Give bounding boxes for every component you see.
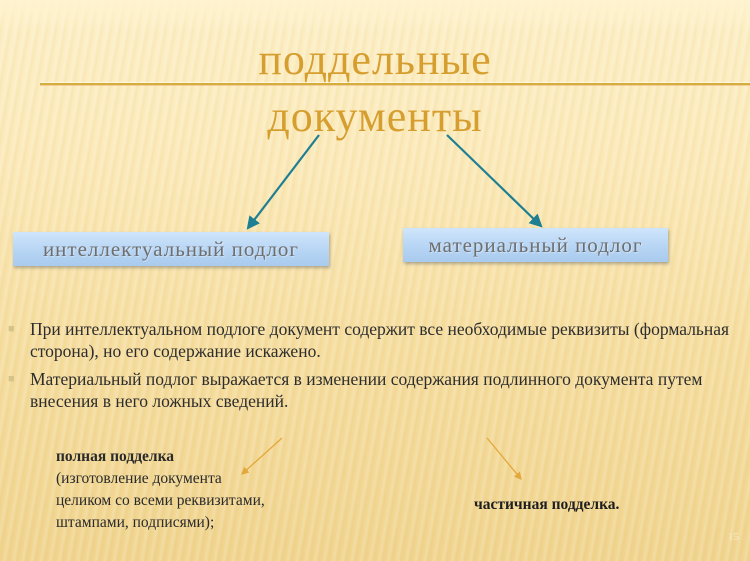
full-forgery-line: целиком со всеми реквизитами, xyxy=(56,492,265,509)
bullet-item: ■ Материальный подлог выражается в измен… xyxy=(8,368,750,412)
full-forgery-heading: полная подделка xyxy=(56,448,175,465)
partial-forgery-label: частичная подделка. xyxy=(474,496,620,513)
title-line-1: поддельные xyxy=(258,35,492,84)
bullet-item: ■ При интеллектуальном подлоге документ … xyxy=(8,318,750,362)
bullet-marker-icon: ■ xyxy=(8,373,15,385)
bullet-list: ■ При интеллектуальном подлоге документ … xyxy=(8,318,750,418)
full-forgery-line: (изготовление документа xyxy=(56,470,222,487)
intellectual-forgery-label: интеллектуальный подлог xyxy=(42,236,300,261)
bullet-text: При интеллектуальном подлоге документ со… xyxy=(30,319,730,361)
arrow-to-partial-forgery-icon xyxy=(486,437,522,481)
material-forgery-box: материальный подлог xyxy=(403,228,668,262)
intellectual-forgery-box: интеллектуальный подлог xyxy=(13,232,329,266)
arrow-to-full-forgery-icon xyxy=(241,437,283,475)
full-forgery-block: полная подделка (изготовление документа … xyxy=(56,446,265,534)
material-forgery-label: материальный подлог xyxy=(428,232,643,257)
arrow-to-intellectual-icon xyxy=(246,134,320,230)
title-divider xyxy=(40,83,750,85)
top-band xyxy=(0,0,750,32)
arrow-to-material-icon xyxy=(446,134,543,228)
title-line-2: документы xyxy=(267,92,483,141)
bullet-text: Материальный подлог выражается в изменен… xyxy=(30,369,703,411)
bullet-marker-icon: ■ xyxy=(8,323,15,335)
page-number: 15 xyxy=(728,531,739,543)
full-forgery-line: штампами, подписями); xyxy=(56,514,215,531)
